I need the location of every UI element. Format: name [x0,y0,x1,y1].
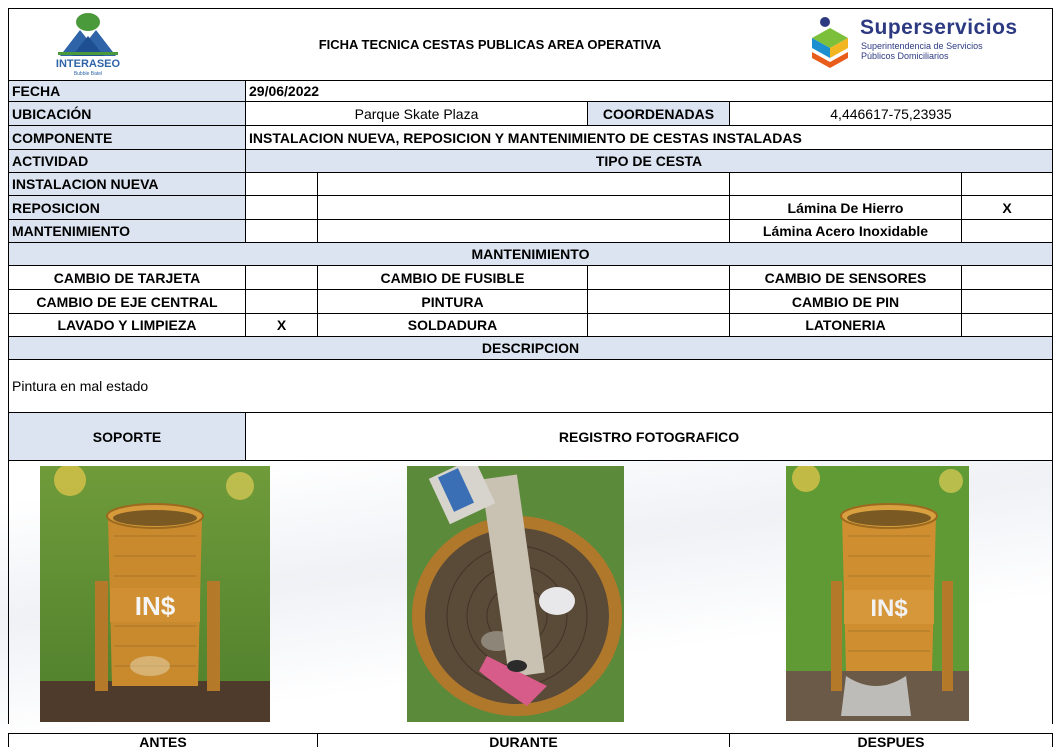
actividad-row-label: INSTALACION NUEVA [8,173,246,196]
coordenadas-label: COORDENADAS [588,102,730,126]
tipo-cesta-mark [962,173,1053,196]
mant-mark [246,290,318,314]
coordenadas-value: 4,446617-75,23935 [730,102,1053,126]
componente-value: INSTALACION NUEVA, REPOSICION Y MANTENIM… [246,126,1053,150]
svg-text:IN$: IN$ [135,591,176,621]
superservicios-wordmark: Superservicios [860,16,1018,39]
registro-label: REGISTRO FOTOGRAFICO [246,413,1053,461]
mant-item: PINTURA [318,290,588,314]
mant-item: CAMBIO DE PIN [730,290,962,314]
mant-mark [962,314,1053,337]
mant-mark [588,266,730,290]
actividad-row-mark [246,173,318,196]
descripcion-header: DESCRIPCION [8,337,1053,360]
superservicios-cube-icon [812,17,848,68]
antes-label: ANTES [8,733,318,747]
photo-antes: IN$ [40,466,270,722]
mant-mark: X [246,314,318,337]
tipo-cesta-option [730,173,962,196]
basket-after-image: IN$ [786,466,969,721]
mant-item: SOLDADURA [318,314,588,337]
interaseo-logo: INTERASEO Bubble Batel [38,12,138,78]
photo-despues: IN$ [786,466,969,721]
photo-durante [407,466,624,722]
mant-item: LAVADO Y LIMPIEZA [8,314,246,337]
tipo-cesta-option: Lámina De Hierro [730,196,962,220]
superservicios-logo: Superservicios Superintendencia de Servi… [808,14,1048,74]
actividad-row-label: MANTENIMIENTO [8,220,246,243]
tipo-cesta-mark: X [962,196,1053,220]
superservicios-sub2: Públicos Domiciliarios [861,51,949,61]
actividad-row-label: REPOSICION [8,196,246,220]
actividad-row-blank [318,173,730,196]
mant-mark [962,290,1053,314]
fecha-label: FECHA [8,81,246,102]
svg-text:INTERASEO: INTERASEO [56,58,121,70]
componente-label: COMPONENTE [8,126,246,150]
tipo-cesta-mark [962,220,1053,243]
mant-mark [962,266,1053,290]
superservicios-sub1: Superintendencia de Servicios [861,41,983,51]
descripcion-text: Pintura en mal estado [8,360,1053,413]
tipo-cesta-option: Lámina Acero Inoxidable [730,220,962,243]
mant-item: LATONERIA [730,314,962,337]
basket-before-image: IN$ [40,466,270,722]
svg-text:Bubble Batel: Bubble Batel [74,71,102,77]
actividad-label: ACTIVIDAD [8,150,246,173]
tipo-cesta-label: TIPO DE CESTA [246,150,1053,173]
ubicacion-value: Parque Skate Plaza [246,102,588,126]
actividad-row-blank [318,220,730,243]
mantenimiento-header: MANTENIMIENTO [8,243,1053,266]
soporte-label: SOPORTE [8,413,246,461]
svg-text:IN$: IN$ [870,595,908,622]
actividad-row-mark [246,220,318,243]
durante-label: DURANTE [318,733,730,747]
mant-mark [588,290,730,314]
mant-mark [588,314,730,337]
basket-during-image [407,466,624,722]
mant-item: CAMBIO DE EJE CENTRAL [8,290,246,314]
actividad-row-blank [318,196,730,220]
mant-mark [246,266,318,290]
mant-item: CAMBIO DE TARJETA [8,266,246,290]
actividad-row-mark [246,196,318,220]
interaseo-logo-icon: INTERASEO Bubble Batel [56,13,121,77]
mant-item: CAMBIO DE FUSIBLE [318,266,588,290]
mant-item: CAMBIO DE SENSORES [730,266,962,290]
fecha-value: 29/06/2022 [246,81,1053,102]
ubicacion-label: UBICACIÓN [8,102,246,126]
page-title: FICHA TECNICA CESTAS PUBLICAS AREA OPERA… [318,37,662,52]
